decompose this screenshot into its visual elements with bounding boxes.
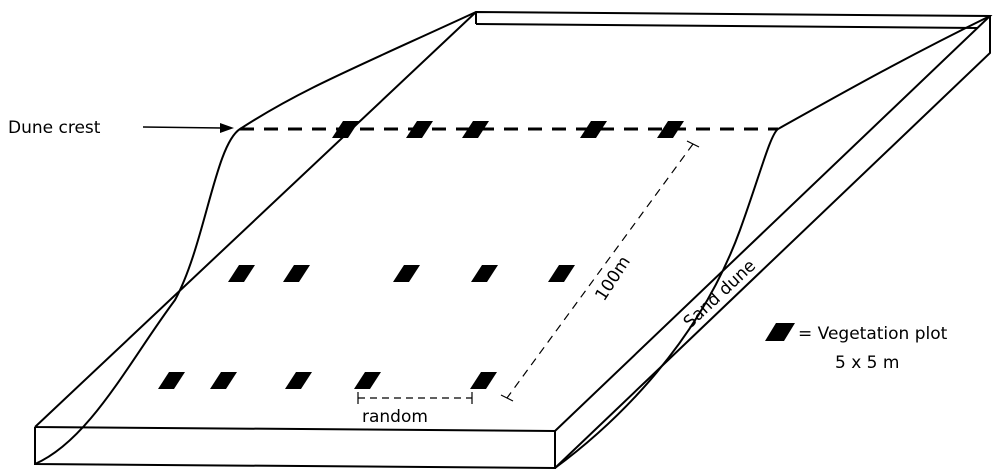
vegetation-plot [354,372,381,389]
sand-dune-label: Sand dune [680,256,760,333]
sand-block [34,10,993,470]
block-front-face [34,427,556,470]
vegetation-plot [228,265,255,282]
legend-size: 5 x 5 m [835,353,899,373]
random-spacing-label: random [362,407,428,427]
vegetation-plot [470,372,497,389]
transect-length-label: 100m [591,253,634,305]
vegetation-plot [332,121,359,138]
legend-plot-icon [765,323,795,341]
block-right-face [554,16,991,469]
plot-row-front [158,372,497,389]
vegetation-plot [158,372,185,389]
legend: = Vegetation plot 5 x 5 m [765,323,948,373]
vegetation-plot [548,265,575,282]
block-back-edge-top [475,23,979,29]
vegetation-plot [471,265,498,282]
dune-crest-arrow [142,123,234,133]
vegetation-plot [285,372,312,389]
dune-surface [34,11,991,469]
vegetation-plot [462,121,489,138]
plot-row-middle [228,265,575,282]
dune-crest-label: Dune crest [8,118,101,138]
vegetation-plot [657,121,684,138]
vegetation-plot [580,121,607,138]
vegetation-plot [406,121,433,138]
plot-row-crest [332,121,684,138]
random-spacing-bracket [357,392,473,404]
transect-dimension [500,140,700,402]
dune-left-profile [34,11,477,465]
vegetation-plot [210,372,237,389]
dune-right-profile [554,15,991,469]
vegetation-plot [393,265,420,282]
legend-text: = Vegetation plot [798,324,948,344]
vegetation-plot [283,265,310,282]
